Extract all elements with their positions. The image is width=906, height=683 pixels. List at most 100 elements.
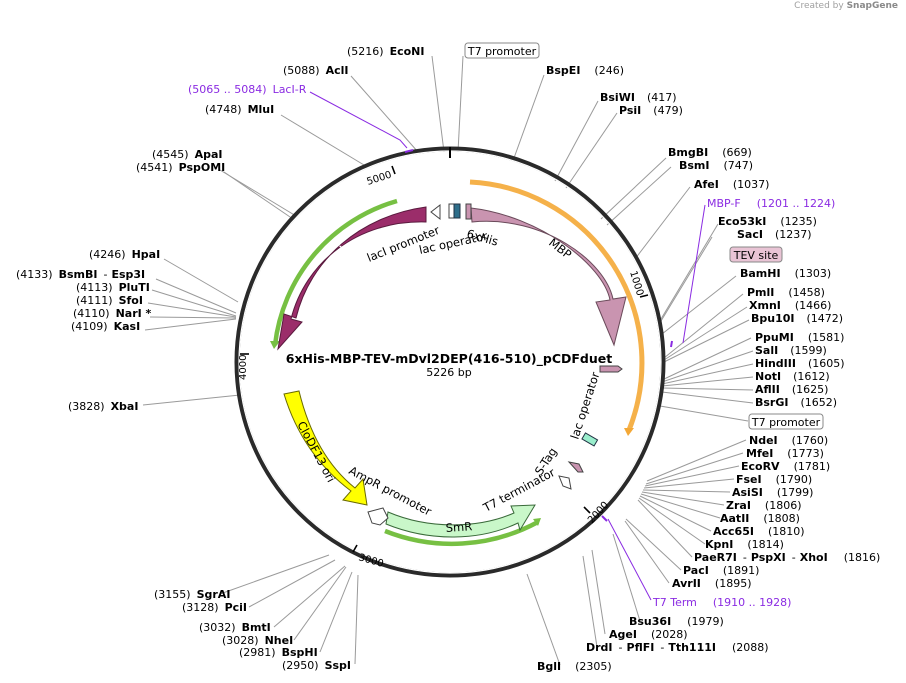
site-avrii[interactable]: AvrII(1895) bbox=[672, 577, 751, 590]
his-tag-box[interactable] bbox=[453, 203, 461, 219]
site-kpni[interactable]: KpnI(1814) bbox=[705, 538, 784, 551]
site-bsu36i-pos: (1979) bbox=[687, 615, 724, 628]
site-pmli[interactable]: PmlI(1458) bbox=[747, 286, 825, 299]
site-xhoi-name: XhoI bbox=[800, 551, 828, 564]
site-pluti[interactable]: (4113)PluTI bbox=[76, 281, 150, 294]
site-ndei[interactable]: NdeI(1760) bbox=[749, 434, 828, 447]
site-ecorv[interactable]: EcoRV(1781) bbox=[741, 460, 830, 473]
site-bsiwi-name: BsiWI bbox=[600, 91, 635, 104]
site-agei[interactable]: AgeI(2028) bbox=[609, 628, 688, 641]
site-apai-name: ApaI bbox=[195, 148, 223, 161]
ampr-promoter-arrow[interactable] bbox=[367, 507, 389, 526]
site-asisi[interactable]: AsiSI(1799) bbox=[732, 486, 813, 499]
stag-feature-box[interactable] bbox=[567, 461, 584, 473]
site-mlui[interactable]: (4748) MluI bbox=[205, 103, 274, 116]
mdvl2-feature-box[interactable] bbox=[599, 365, 623, 373]
site-sspi-pos: (2950) bbox=[282, 659, 319, 672]
site-bsu36i-name: Bsu36I bbox=[629, 615, 671, 628]
site-zrai[interactable]: ZraI(1806) bbox=[726, 499, 802, 512]
site-sgrai[interactable]: (3155)SgrAI bbox=[154, 588, 230, 601]
site-bsmi[interactable]: BsmI(747) bbox=[679, 159, 753, 172]
site-econi[interactable]: (5216)EcoNI bbox=[347, 45, 424, 58]
site-afei[interactable]: AfeI(1037) bbox=[694, 178, 769, 191]
site-sfoi[interactable]: (4111)SfoI bbox=[76, 294, 143, 307]
site-psii[interactable]: PsiI(479) bbox=[619, 104, 683, 117]
site-asisi-pos: (1799) bbox=[777, 486, 814, 499]
mbp-highlight-arrowhead bbox=[624, 428, 634, 436]
site-xmni[interactable]: XmnI(1466) bbox=[749, 299, 831, 312]
site-acc65i[interactable]: Acc65I(1810) bbox=[713, 525, 805, 538]
tev-feature-box[interactable] bbox=[465, 203, 472, 220]
site-bpu10i[interactable]: Bpu10I(1472) bbox=[751, 312, 843, 325]
site-econi-pos: (5216) bbox=[347, 45, 384, 58]
site-hindiii[interactable]: HindIII(1605) bbox=[755, 357, 845, 370]
site-mlui-name: MluI bbox=[248, 103, 275, 116]
laci-label: LacI bbox=[324, 243, 349, 270]
smr-feature-arrow[interactable] bbox=[385, 504, 536, 538]
site-agei-pos: (2028) bbox=[651, 628, 688, 641]
site-aflii[interactable]: AflII(1625) bbox=[755, 383, 828, 396]
site-acli[interactable]: (5088)AclI bbox=[283, 64, 348, 77]
plasmid-length: 5226 bp bbox=[426, 366, 471, 379]
site-acc65i-name: Acc65I bbox=[713, 525, 754, 538]
lac-operator-box-top[interactable] bbox=[448, 203, 455, 219]
site-bspei[interactable]: BspEI(246) bbox=[546, 64, 624, 77]
site-eco53ki-pos: (1235) bbox=[780, 215, 817, 228]
site-bsrgi[interactable]: BsrGI(1652) bbox=[755, 396, 837, 409]
site-bsmbi[interactable]: (4133)BsmBI-Esp3I bbox=[16, 268, 145, 281]
site-bsphi-name: BspHI bbox=[282, 646, 318, 659]
site-noti[interactable]: NotI(1612) bbox=[755, 370, 830, 383]
site-bsphi[interactable]: (2981) BspHI bbox=[239, 646, 318, 659]
site-paci[interactable]: PacI(1891) bbox=[683, 564, 759, 577]
site-xbai-pos: (3828) bbox=[68, 400, 105, 413]
site-bsu36i[interactable]: Bsu36I (1979) bbox=[629, 615, 724, 628]
site-kasi[interactable]: (4109)KasI bbox=[71, 320, 140, 333]
site-bmgbi[interactable]: BmgBI(669) bbox=[668, 146, 752, 159]
laci-feature-arrow[interactable] bbox=[277, 206, 427, 351]
site-bsiwi[interactable]: BsiWI(417) bbox=[600, 91, 677, 104]
site-nari[interactable]: (4110)NarI * bbox=[73, 307, 152, 320]
site-sali-name: SalI bbox=[755, 344, 778, 357]
lac-operator-box-right[interactable] bbox=[581, 432, 599, 447]
primer-laci-r[interactable]: (5065 .. 5084)LacI-R bbox=[188, 83, 307, 96]
mbp-feature-arrow[interactable] bbox=[470, 207, 627, 347]
site-ecorv-pos: (1781) bbox=[794, 460, 831, 473]
site-mfei[interactable]: MfeI(1773) bbox=[746, 447, 824, 460]
site-bgli[interactable]: BglI(2305) bbox=[537, 660, 612, 673]
site-bsphi-pos: (2981) bbox=[239, 646, 276, 659]
boxed-t7-promoter-top[interactable]: T7 promoter bbox=[464, 42, 540, 59]
site-xbai[interactable]: (3828)XbaI bbox=[68, 400, 138, 413]
site-hpai[interactable]: (4246)HpaI bbox=[89, 248, 160, 261]
site-saci[interactable]: SacI(1237) bbox=[737, 228, 812, 241]
laci-highlight-arc bbox=[272, 198, 398, 346]
boxed-tev-site[interactable]: TEV site bbox=[729, 246, 783, 263]
site-apai[interactable]: (4545)ApaI bbox=[152, 148, 222, 161]
site-drdi[interactable]: DrdI-PflFI-Tth111I(2088) bbox=[586, 641, 769, 654]
site-nhei[interactable]: (3028)NheI bbox=[222, 634, 293, 647]
site-bamhi[interactable]: BamHI(1303) bbox=[740, 267, 831, 280]
cdf-ori-feature-arrow[interactable] bbox=[283, 390, 368, 506]
site-pcii[interactable]: (3128)PciI bbox=[182, 601, 247, 614]
site-sspi[interactable]: (2950)SspI bbox=[282, 659, 351, 672]
site-eco53ki-name: Eco53kI bbox=[718, 215, 766, 228]
site-fsei[interactable]: FseI(1790) bbox=[736, 473, 812, 486]
primer-mbp-f[interactable]: MBP-F(1201 .. 1224) bbox=[707, 197, 835, 210]
laci-promoter-arrow[interactable] bbox=[430, 203, 441, 221]
site-pspomi[interactable]: (4541)PspOMI bbox=[136, 161, 225, 174]
smr-highlight-arrowhead bbox=[533, 518, 541, 526]
site-bsrgi-pos: (1652) bbox=[800, 396, 837, 409]
laci-highlight-arrowhead bbox=[270, 341, 280, 349]
t7-terminator-arrow[interactable] bbox=[558, 475, 572, 490]
primer-laci-r-range: (5065 .. 5084) bbox=[188, 83, 267, 96]
site-eco53ki[interactable]: Eco53kI (1235) bbox=[718, 215, 817, 228]
boxed-t7-promoter-right[interactable]: T7 promoter bbox=[748, 413, 824, 430]
site-sgrai-pos: (3155) bbox=[154, 588, 191, 601]
site-paer7i[interactable]: PaeR7I-PspXI-XhoI(1816) bbox=[694, 551, 880, 564]
site-mlui-pos: (4748) bbox=[205, 103, 242, 116]
primer-t7-term[interactable]: T7 Term(1910 .. 1928) bbox=[652, 596, 791, 609]
site-aatii[interactable]: AatII(1808) bbox=[720, 512, 800, 525]
site-sali[interactable]: SalI(1599) bbox=[755, 344, 827, 357]
site-ppumi[interactable]: PpuMI(1581) bbox=[755, 331, 844, 344]
site-bmti[interactable]: (3032)BmtI bbox=[199, 621, 271, 634]
site-kasi-pos: (4109) bbox=[71, 320, 108, 333]
